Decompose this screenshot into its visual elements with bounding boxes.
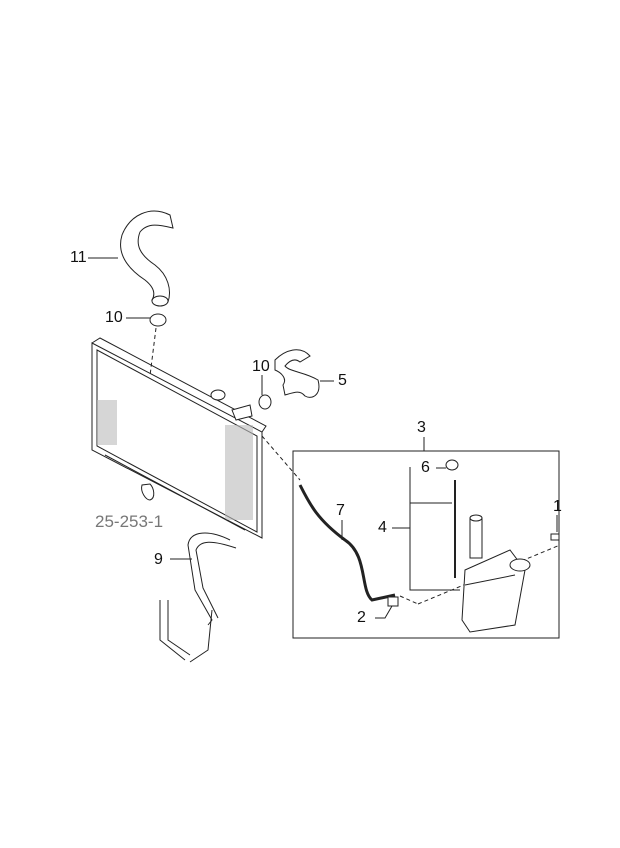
- callout-9: 9: [154, 551, 163, 568]
- callout-11: 11: [70, 249, 87, 266]
- lower-hose-illustration: [258, 349, 334, 410]
- callout-6: 6: [421, 459, 430, 476]
- callout-1: 1: [553, 498, 562, 515]
- upper-hose-illustration: [88, 210, 174, 307]
- callout-10-upper: 10: [105, 309, 123, 326]
- reference-link[interactable]: 25-253-1: [95, 512, 164, 531]
- reservoir-illustration: [461, 514, 531, 633]
- callout-10-lower: 10: [252, 358, 270, 375]
- callout-7: 7: [336, 502, 345, 519]
- callout-5: 5: [338, 372, 347, 389]
- callout-2: 2: [357, 609, 366, 626]
- radiator-illustration: [91, 337, 301, 539]
- callout-3: 3: [417, 419, 426, 436]
- callout-4: 4: [378, 519, 387, 536]
- cooler-hose-illustration: [159, 532, 237, 663]
- assembly-box: [292, 450, 560, 639]
